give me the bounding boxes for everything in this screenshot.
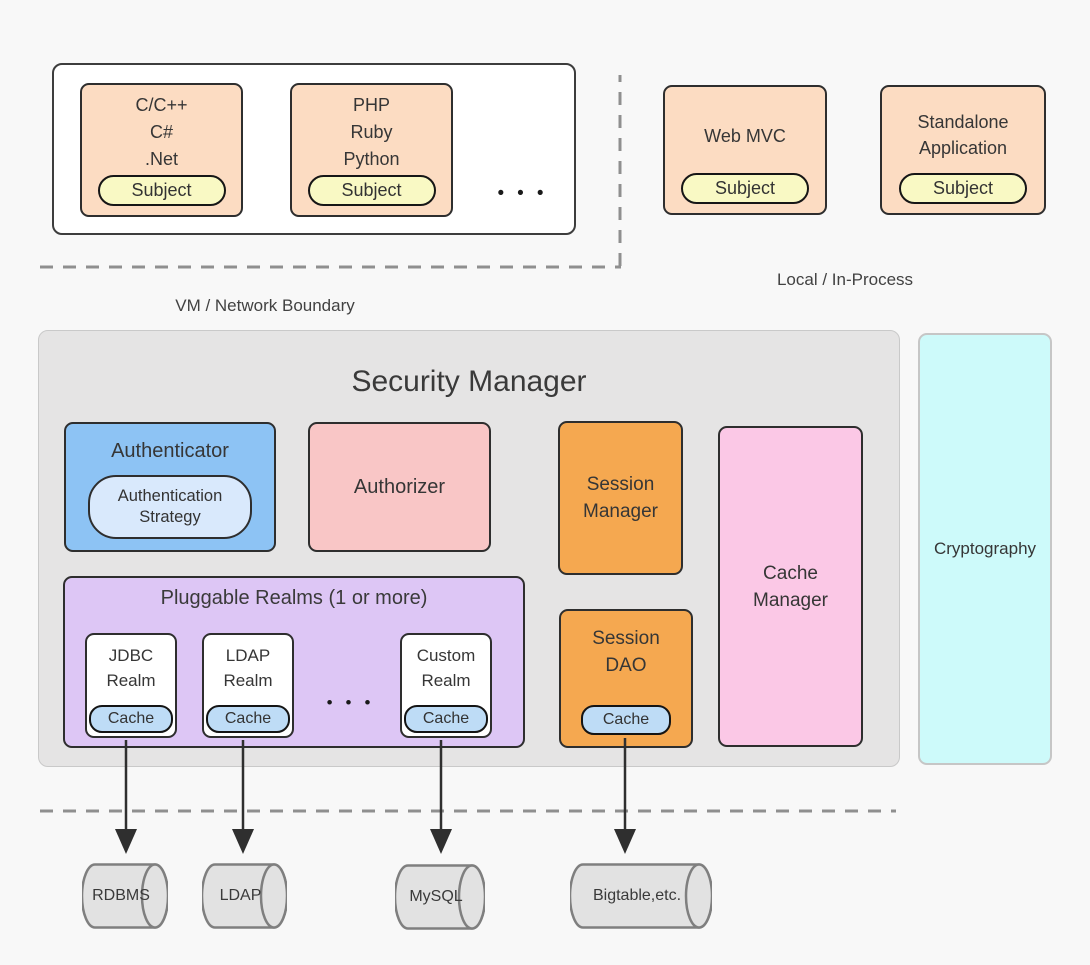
local-in-process-label: Local / In-Process [776,270,914,289]
session-dao-label: Session DAO [592,628,660,676]
cache-pill: Cache [581,705,671,735]
authentication-strategy-pill: Authentication Strategy [88,475,252,539]
custom-realm-label: Custom Realm [416,646,476,690]
authorizer-label: Authorizer [353,475,446,498]
pluggable-realms-box: Pluggable Realms (1 or more) JDBC Realm … [63,576,525,748]
subject-pill: Subject [681,173,809,204]
ldap-datastore: LDAP [202,863,287,929]
subject-pill: Subject [899,173,1027,204]
authorizer-box: Authorizer [308,422,491,552]
web-mvc-box: Web MVC Subject [663,85,827,215]
cache-pill: Cache [206,705,290,733]
native-languages-box: C/C++ C# .Net Subject [80,83,243,217]
session-manager-label: Session Manager [583,474,658,522]
authenticator-box: Authenticator Authentication Strategy [64,422,276,552]
remote-clients-group: C/C++ C# .Net Subject PHP Ruby Python Su… [52,63,576,235]
more-realms-ellipsis: ••• [326,693,384,712]
session-manager-box: Session Manager [558,421,683,575]
subject-pill: Subject [97,175,226,206]
security-manager-panel: Security Manager Authenticator Authentic… [38,330,900,767]
cache-pill: Cache [89,705,173,733]
more-clients-ellipsis: ••• [497,183,557,204]
standalone-application-box: Standalone Application Subject [880,85,1046,215]
vm-network-boundary-label: VM / Network Boundary [175,296,355,315]
session-dao-box: Session DAO Cache [559,609,693,748]
custom-realm-box: Custom Realm Cache [400,633,492,738]
bigtable-datastore: Bigtable,etc. [570,863,712,929]
subject-pill: Subject [307,175,436,206]
standalone-application-label: Standalone Application [917,112,1009,158]
ldap-realm-label: LDAP Realm [223,646,273,690]
jdbc-realm-label: JDBC Realm [106,646,156,690]
cylinder-icon [202,863,287,929]
mysql-label: MySQL [409,888,463,905]
ldap-datastore-label: LDAP [219,887,262,904]
cryptography-box: Cryptography [918,333,1052,765]
mysql-datastore: MySQL [395,864,485,930]
cache-manager-box: Cache Manager [718,426,863,747]
cylinder-icon [570,863,712,929]
cache-pill: Cache [404,705,488,733]
rdbms-label: RDBMS [92,887,150,904]
authenticator-label: Authenticator [111,440,229,462]
cylinder-icon [82,863,168,929]
bigtable-label: Bigtable,etc. [592,887,682,904]
cylinder-icon [395,864,485,930]
cache-manager-label: Cache Manager [753,562,828,611]
ldap-realm-box: LDAP Realm Cache [202,633,294,738]
web-mvc-label: Web MVC [704,126,786,146]
rdbms-datastore: RDBMS [82,863,168,929]
jdbc-realm-box: JDBC Realm Cache [85,633,177,738]
pluggable-realms-title: Pluggable Realms (1 or more) [160,587,428,609]
security-manager-title: Security Manager [351,365,587,398]
native-languages-label: C/C++ C# .Net [135,95,188,169]
script-languages-box: PHP Ruby Python Subject [290,83,453,217]
script-languages-label: PHP Ruby Python [343,95,400,169]
cryptography-label: Cryptography [933,539,1037,558]
